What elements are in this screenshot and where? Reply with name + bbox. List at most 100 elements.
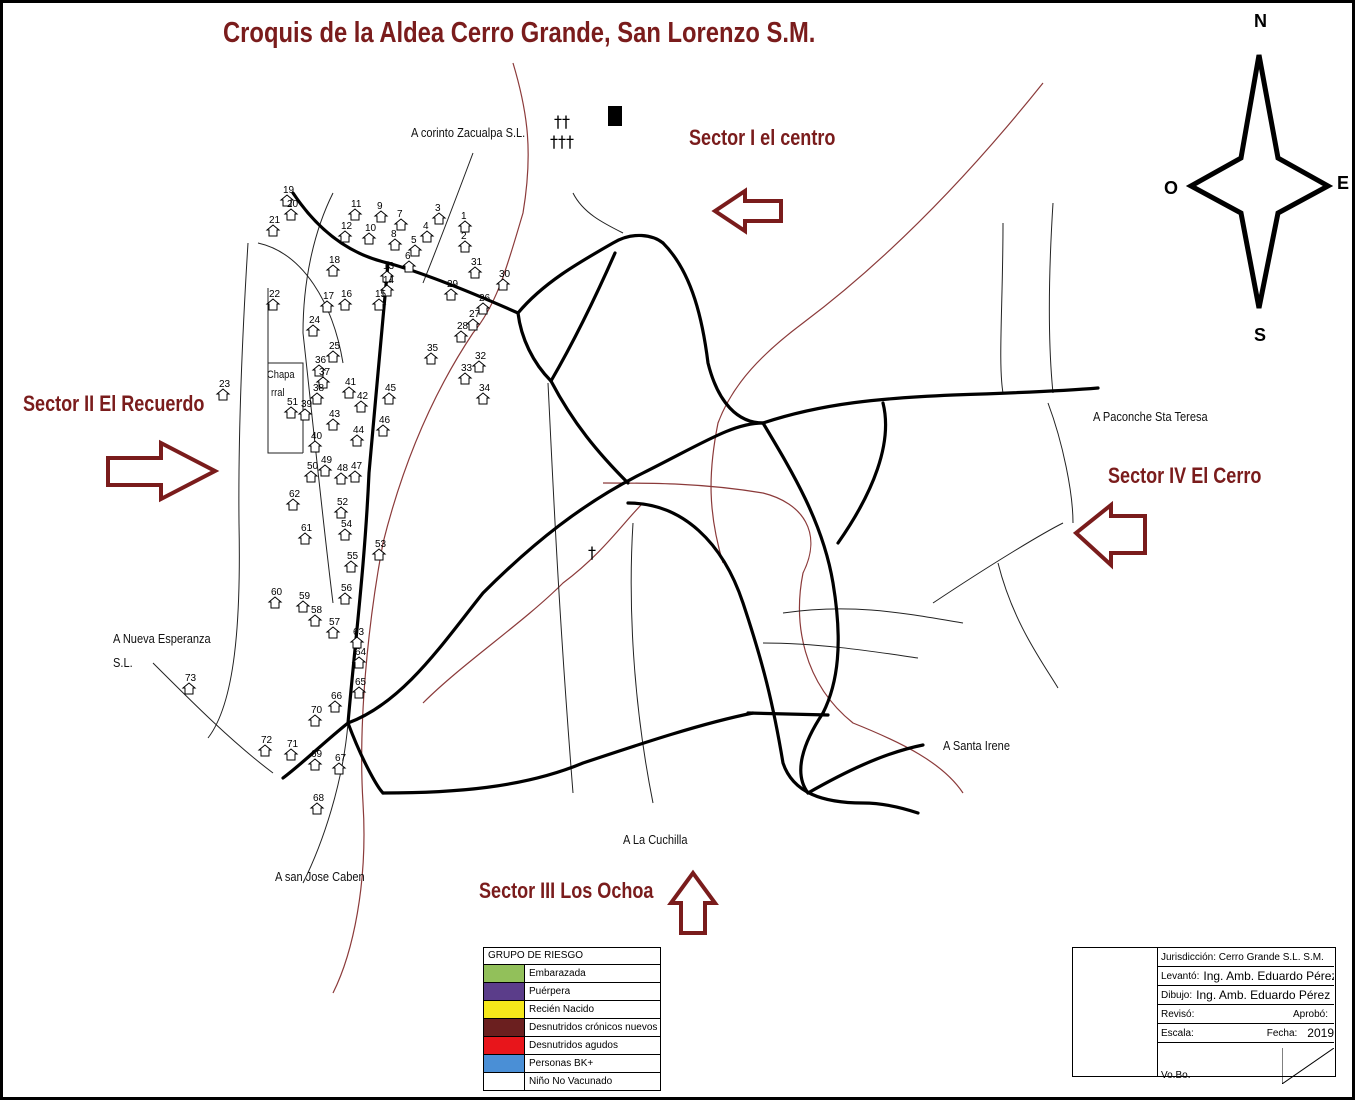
house-number: 11 (351, 199, 362, 210)
house-icon: 12 (337, 221, 353, 243)
house-icon: 54 (337, 519, 353, 541)
house-icon: 55 (343, 551, 359, 573)
house-icon: 40 (307, 431, 323, 453)
house-number: 71 (287, 739, 299, 750)
jurisdiction-field: Jurisdicción: Cerro Grande S.L. S.M. (1158, 948, 1334, 967)
house-number: 15 (375, 289, 387, 300)
house-icon: 14 (379, 275, 395, 297)
house-number: 49 (321, 455, 333, 466)
path-nw (257, 242, 344, 364)
house-number: 2 (461, 231, 467, 242)
legend-row: Desnutridos crónicos nuevos (484, 1019, 660, 1037)
arrow-left-icon (1072, 500, 1147, 570)
house-number: 6 (405, 251, 411, 262)
path-cemetery (572, 192, 624, 234)
legend-row: Niño No Vacunado (484, 1073, 660, 1090)
house-icon: 64 (351, 647, 367, 669)
house-number: 33 (461, 363, 473, 374)
stream-center (422, 502, 644, 704)
house-number: 16 (341, 289, 353, 300)
house-icon: 39 (297, 399, 313, 421)
house-icon: 49 (317, 455, 333, 477)
review-field: Revisó:Aprobó: (1158, 1005, 1334, 1024)
house-icon: 4 (419, 221, 435, 243)
house-icon: 21 (265, 215, 281, 237)
date-value: 2019 (1307, 1026, 1334, 1040)
house-number: 60 (271, 587, 283, 598)
house-icon: 15 (371, 289, 387, 311)
legend-label: Embarazada (529, 968, 586, 979)
destination-nueva-esperanza: A Nueva Esperanza (113, 631, 211, 646)
drawn-by-field: Dibujo:Ing. Amb. Eduardo Pérez (1158, 986, 1334, 1005)
house-icon: 31 (467, 257, 483, 279)
house-icon: 16 (337, 289, 353, 311)
building-icon (608, 106, 622, 126)
house-icon: 10 (361, 223, 377, 245)
road-to-center (516, 311, 553, 383)
house-number: 25 (329, 341, 341, 352)
road-cross (746, 711, 830, 717)
road-north-link (386, 261, 520, 315)
house-number: 4 (423, 221, 429, 232)
destination-corinto: A corinto Zacualpa S.L. (411, 125, 526, 140)
surveyed-by-field: Levantó:Ing. Amb. Eduardo Pérez (1158, 967, 1334, 986)
footpaths (152, 152, 1074, 884)
house-number: 13 (383, 261, 395, 272)
legend-row: Puérpera (484, 983, 660, 1001)
house-number: 20 (287, 199, 299, 210)
house-icon: 36 (311, 355, 327, 377)
house-number: 3 (435, 203, 441, 214)
house-icon: 47 (347, 461, 363, 483)
legend-swatch (484, 1037, 525, 1054)
drawn-by-value: Ing. Amb. Eduardo Pérez (1196, 988, 1331, 1002)
house-number: 19 (283, 185, 295, 196)
legend-label: Puérpera (529, 986, 571, 997)
stream-northeast (710, 82, 1044, 564)
chaparral-label-2: rral (271, 387, 285, 399)
house-number: 50 (307, 461, 319, 472)
house-icon: 35 (423, 343, 439, 365)
legend-swatch (484, 983, 525, 1000)
house-icon: 48 (333, 463, 349, 485)
legend: GRUPO DE RIESGO Embarazada Puérpera Reci… (483, 947, 661, 1091)
house-icon: 26 (475, 293, 491, 315)
drawn-by-label: Dibujo: (1161, 989, 1193, 1001)
house-icon: 37 (315, 367, 331, 389)
map-canvas: †† ††† † 1234567891011121314151617181920… (106, 54, 1334, 994)
house-number: 61 (301, 523, 313, 534)
house-number: 51 (287, 397, 299, 408)
house-icon: 8 (387, 229, 403, 251)
compass-rose (1185, 54, 1334, 309)
approved-label: Aprobó: (1292, 1008, 1328, 1020)
house-number: 37 (319, 367, 331, 378)
path-far-west (207, 242, 249, 739)
house-number: 36 (315, 355, 327, 366)
house-icon: 73 (181, 673, 197, 695)
house-number: 72 (261, 735, 273, 746)
house-number: 43 (329, 409, 341, 420)
house-icon: 27 (465, 309, 481, 331)
house-icon: 22 (265, 289, 281, 311)
legend-label: Personas BK+ (529, 1058, 594, 1069)
house-icon: 33 (457, 363, 473, 385)
vobo-field: Vo.Bo. (1158, 1043, 1334, 1084)
compass-north: N (1254, 11, 1267, 31)
cross-icon: †† (554, 112, 570, 131)
road-sector4-loop (836, 401, 888, 545)
house-number: 12 (341, 221, 353, 232)
house-icon: 56 (337, 583, 353, 605)
house-number: 68 (313, 793, 325, 804)
house-number: 59 (299, 591, 311, 602)
house-icon: 46 (375, 415, 391, 437)
path-sector4-d (932, 522, 1064, 604)
house-icon: 45 (381, 383, 397, 405)
house-number: 47 (351, 461, 363, 472)
main-roads (281, 191, 1100, 815)
road-sw-corner (346, 721, 385, 795)
house-number: 70 (311, 705, 323, 716)
house-icon: 2 (457, 231, 473, 253)
path-san-jose (302, 722, 349, 884)
surveyed-by-label: Levantó: (1161, 970, 1200, 982)
chaparral-box-b (268, 362, 304, 453)
